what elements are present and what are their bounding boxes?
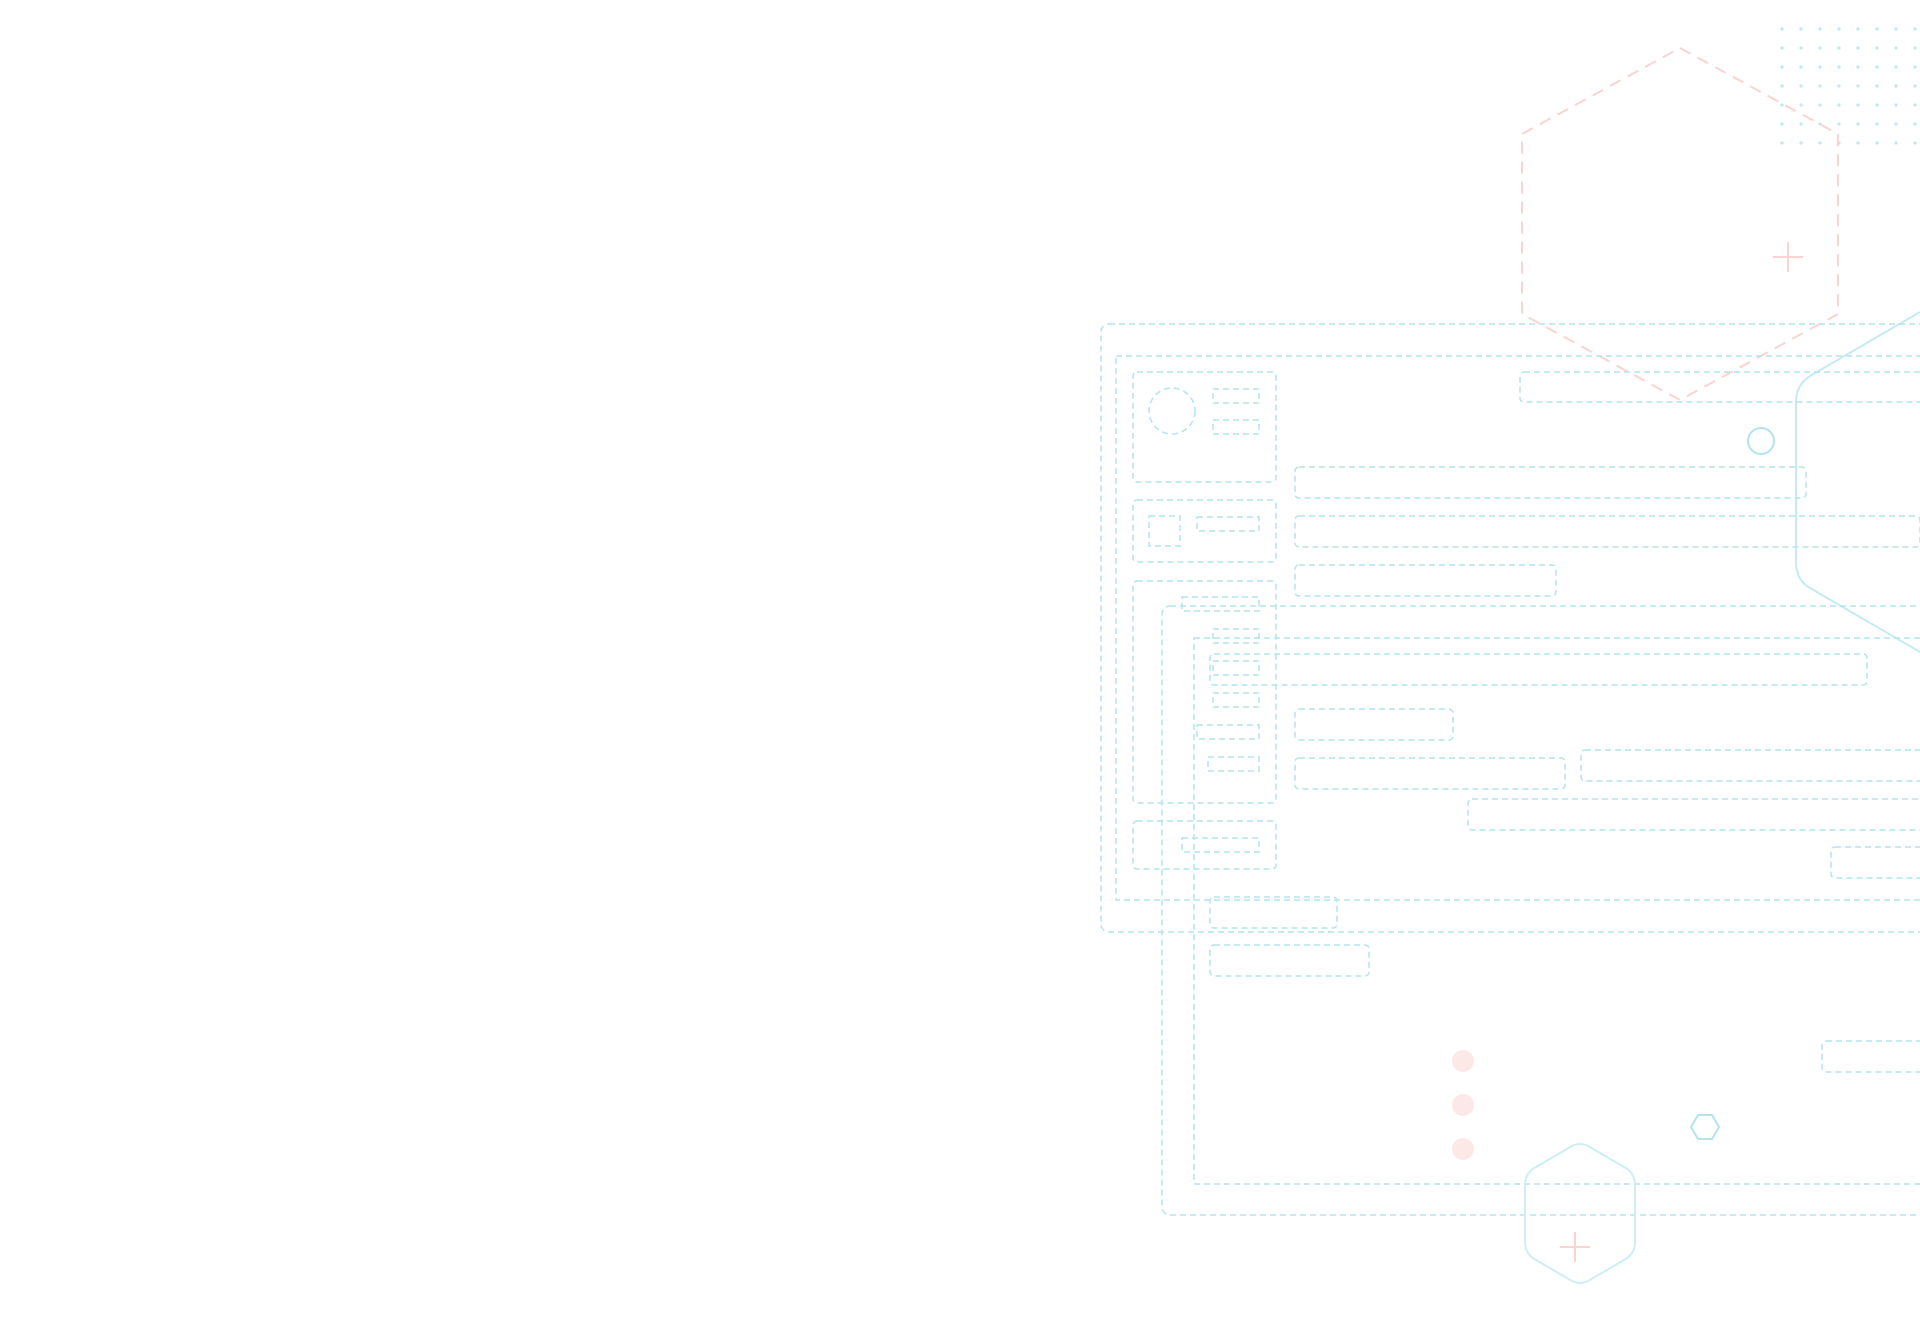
grid-dot xyxy=(1799,103,1803,107)
sidebar-menu-items xyxy=(1181,596,1260,772)
sidebar-profile-card xyxy=(1132,371,1277,483)
grid-dot xyxy=(1837,122,1841,126)
grid-dot xyxy=(1780,27,1784,31)
grid-dot xyxy=(1913,103,1917,107)
dot-grid-icon xyxy=(1780,27,1917,145)
bottom-hexagon-outline-icon xyxy=(1524,1143,1636,1284)
grid-dot xyxy=(1913,84,1917,88)
grid-dot xyxy=(1875,27,1879,31)
grid-dot xyxy=(1799,27,1803,31)
grid-dot xyxy=(1875,122,1879,126)
grid-dot xyxy=(1875,65,1879,69)
grid-dot xyxy=(1894,122,1898,126)
small-hexagon-outline-icon xyxy=(1690,1114,1720,1140)
grid-dot xyxy=(1780,103,1784,107)
grid-dot xyxy=(1780,46,1784,50)
grid-dot xyxy=(1856,27,1860,31)
grid-dot xyxy=(1837,27,1841,31)
grid-dot xyxy=(1780,122,1784,126)
grid-dot xyxy=(1894,27,1898,31)
grid-dot xyxy=(1837,103,1841,107)
grid-dot xyxy=(1799,65,1803,69)
profile-name-placeholder xyxy=(1212,388,1260,404)
sidebar-bottom-card xyxy=(1132,820,1277,870)
grid-dot xyxy=(1799,141,1803,145)
grid-dot xyxy=(1894,141,1898,145)
grid-dot xyxy=(1913,27,1917,31)
avatar xyxy=(1148,387,1196,435)
grid-dot xyxy=(1837,65,1841,69)
small-card-thumbnail xyxy=(1148,515,1181,547)
grid-dot xyxy=(1856,103,1860,107)
right-hexagon-outline-icon xyxy=(1795,311,1920,653)
grid-dot xyxy=(1913,122,1917,126)
grid-dot xyxy=(1894,103,1898,107)
grid-dot xyxy=(1875,84,1879,88)
sidebar-menu-card xyxy=(1132,580,1277,804)
grid-dot xyxy=(1856,46,1860,50)
grid-dot xyxy=(1913,46,1917,50)
grid-dot xyxy=(1875,103,1879,107)
grid-dot xyxy=(1837,46,1841,50)
browser-window-frame xyxy=(1100,323,1920,933)
second-window-viewport xyxy=(1193,637,1920,1185)
grid-dot xyxy=(1856,141,1860,145)
grid-dot xyxy=(1894,84,1898,88)
search-bar-placeholder xyxy=(1519,371,1920,403)
small-card-label-placeholder xyxy=(1196,516,1260,532)
circle-outline-icon xyxy=(1747,427,1775,455)
pink-dots xyxy=(1452,1050,1474,1160)
large-hexagon-outline-icon xyxy=(1521,47,1839,401)
grid-dot xyxy=(1818,27,1822,31)
grid-dot xyxy=(1799,84,1803,88)
grid-dot xyxy=(1818,141,1822,145)
grid-dot xyxy=(1799,46,1803,50)
grid-dot xyxy=(1780,65,1784,69)
grid-dot xyxy=(1818,65,1822,69)
grid-dot xyxy=(1780,84,1784,88)
grid-dot xyxy=(1913,65,1917,69)
grid-dot xyxy=(1818,84,1822,88)
grid-dot xyxy=(1856,84,1860,88)
bottom-plus-icon xyxy=(1560,1232,1590,1262)
grid-dot xyxy=(1780,141,1784,145)
grid-dot xyxy=(1818,46,1822,50)
grid-dot xyxy=(1894,65,1898,69)
grid-dot xyxy=(1856,65,1860,69)
grid-dot xyxy=(1875,141,1879,145)
grid-dot xyxy=(1894,46,1898,50)
browser-viewport-frame xyxy=(1115,355,1920,901)
grid-dot xyxy=(1799,122,1803,126)
grid-dot xyxy=(1913,141,1917,145)
grid-dot xyxy=(1856,122,1860,126)
content-line-placeholders xyxy=(1209,466,1920,1073)
profile-subtitle-placeholder xyxy=(1212,419,1260,435)
grid-dot xyxy=(1837,84,1841,88)
sidebar-bottom-label-placeholder xyxy=(1181,837,1260,853)
plus-icon xyxy=(1773,242,1803,272)
grid-dot xyxy=(1818,103,1822,107)
grid-dot xyxy=(1875,46,1879,50)
second-window-frame xyxy=(1161,605,1920,1216)
